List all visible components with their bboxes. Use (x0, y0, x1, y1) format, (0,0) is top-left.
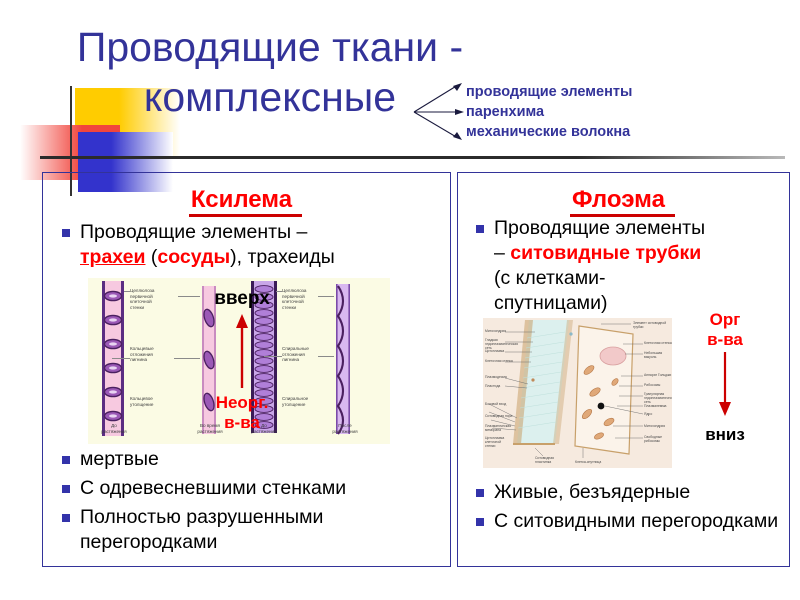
phloem-label-10: Рибосомы (644, 383, 661, 387)
phloem-label-15: Свободные рибосомы (644, 435, 663, 444)
xylem-label-spiral-deposits: Спиральные отложения лигнина (282, 346, 309, 363)
xylem-substance-label: Неорг. в-ва (196, 393, 288, 433)
xylem-panel-title-wrap: Ксилема (42, 178, 449, 217)
list-item: С ситовидными перегородками (462, 509, 792, 534)
list-item: Полностью разрушенными перегородками (48, 505, 448, 555)
list-item: С одревесневшими стенками (48, 476, 448, 501)
xylem-heading: Ксилема (42, 186, 449, 217)
decoration-horizontal-rule (40, 156, 785, 159)
phloem-label-7: Клеточная стенка (644, 341, 672, 345)
phloem-label-16: Ситовидная пора (485, 414, 513, 418)
phloem-label-1: Гладкая эндоплазматическая сеть (485, 338, 518, 351)
xylem-term-trachei: трахеи (80, 246, 146, 268)
xylem-bullet-list: мертвые С одревесневшими стенками Полнос… (48, 443, 448, 555)
xylem-bullet1-line1: Проводящие элементы – (80, 221, 308, 243)
xylem-open-paren: ( (145, 246, 158, 268)
xylem-caption-during: Во время растяжения (197, 423, 223, 434)
phloem-substance-label: Орг в-ва (680, 310, 770, 350)
callout-item-1: проводящие элементы (466, 84, 633, 100)
xylem-label-ring-thickening: Кольцевое утолщение (130, 396, 154, 407)
slide-title: Проводящие ткани - комплексные (76, 24, 464, 120)
xylem-arrow-direction-label: вверх (214, 288, 270, 309)
decoration-vertical-line (70, 86, 72, 196)
list-item: Живые, безъядерные (462, 480, 792, 505)
phloem-bullet1-dash: – (494, 242, 511, 264)
list-item: Проводящие элементы – трахеи (сосуды), т… (48, 220, 448, 270)
xylem-bullet-first: Проводящие элементы – трахеи (сосуды), т… (48, 216, 448, 270)
phloem-label-12: Плазмалемма (644, 404, 667, 408)
callout-arrows (413, 83, 464, 140)
phloem-label-0: Митохондрия (485, 329, 507, 333)
phloem-cell-drawing (483, 318, 672, 468)
up-arrow-icon (236, 314, 248, 388)
callout-item-2: паренхима (466, 104, 545, 120)
phloem-bullet1-line4: спутницами) (494, 292, 608, 314)
phloem-heading: Флоэма (457, 186, 788, 217)
phloem-label-4: Плазмодесма (485, 375, 507, 379)
xylem-caption-after: После растяжения (332, 423, 358, 434)
xylem-caption-before-2: До растяжения (251, 423, 277, 434)
phloem-label-5: Пластида (485, 384, 501, 388)
phloem-bullet-first: Проводящие элементы – ситовидные трубки … (462, 212, 792, 316)
phloem-heading-text: Флоэма (570, 186, 675, 217)
xylem-caption-before-1: До растяжения (101, 423, 127, 434)
xylem-substance-line1: Неорг. (215, 393, 269, 412)
phloem-flow-arrow-group: Орг в-ва вниз (680, 310, 770, 445)
phloem-label-3: Клеточная стенка (485, 359, 513, 363)
decoration-blue-square (78, 132, 173, 192)
xylem-flow-arrow-group: вверх Неорг. в-ва (196, 288, 288, 433)
phloem-label-14: Митохондрия (644, 424, 666, 428)
phloem-label-9: Аппарат Гольджи (644, 373, 672, 377)
phloem-label-20: Ситовидная пластинка (535, 456, 555, 465)
xylem-diagram-image: Целлюлоза первичной клеточной стенки Кол… (88, 278, 390, 444)
phloem-label-19: Боковой вход (485, 402, 507, 406)
title-callout-list: проводящие элементы паренхима механическ… (466, 82, 786, 142)
callout-item-3: механические волокна (466, 124, 631, 140)
phloem-label-18: Цитоплазма клеточной стенки (485, 436, 505, 449)
phloem-label-17: Плазматическая мембрана (485, 424, 512, 433)
xylem-substance-line2: в-ва (224, 413, 260, 432)
down-arrow-icon (719, 352, 731, 416)
xylem-label-cellulose-1: Целлюлоза первичной клеточной стенки (130, 288, 155, 310)
phloem-substance-line2: в-ва (707, 330, 743, 349)
xylem-term-sosudy: сосуды (157, 246, 231, 268)
list-item: Проводящие элементы – ситовидные трубки … (462, 216, 792, 316)
phloem-label-2: Цитоплазма (485, 349, 505, 353)
phloem-bullet1-line3: (с клетками- (494, 267, 606, 289)
xylem-label-ring-deposits: Кольцевые отложения лигнина (130, 346, 154, 363)
xylem-heading-text: Ксилема (188, 186, 303, 217)
xylem-panel (42, 172, 451, 567)
xylem-bullet1-tail: ), трахеиды (230, 246, 335, 268)
phloem-substance-line1: Орг (709, 310, 741, 329)
xylem-label-spiral-thickening: Спиральное утолщение (282, 396, 309, 407)
phloem-panel-title-wrap: Флоэма (457, 178, 788, 217)
phloem-diagram-image: Митохондрия Гладкая эндоплазматическая с… (483, 318, 672, 468)
phloem-label-8: Небольшая вакуоль (644, 351, 663, 360)
phloem-arrow-direction-label: вниз (705, 425, 745, 444)
phloem-label-6: Элемент ситовидной трубки (633, 321, 667, 330)
phloem-label-13: Ядро (644, 412, 653, 416)
xylem-label-cellulose-2: Целлюлоза первичной клеточной стенки (282, 288, 307, 310)
phloem-panel (457, 172, 790, 567)
phloem-label-21: Клетка-спутница (575, 460, 602, 464)
phloem-label-11: Гранулярная эндоплазматическая сеть (644, 392, 672, 405)
phloem-bullet1-line1: Проводящие элементы (494, 217, 706, 239)
phloem-bullet-list: Живые, безъядерные С ситовидными перегор… (462, 476, 792, 534)
phloem-term-sitovidnye: ситовидные трубки (510, 242, 702, 264)
list-item: мертвые (48, 447, 448, 472)
